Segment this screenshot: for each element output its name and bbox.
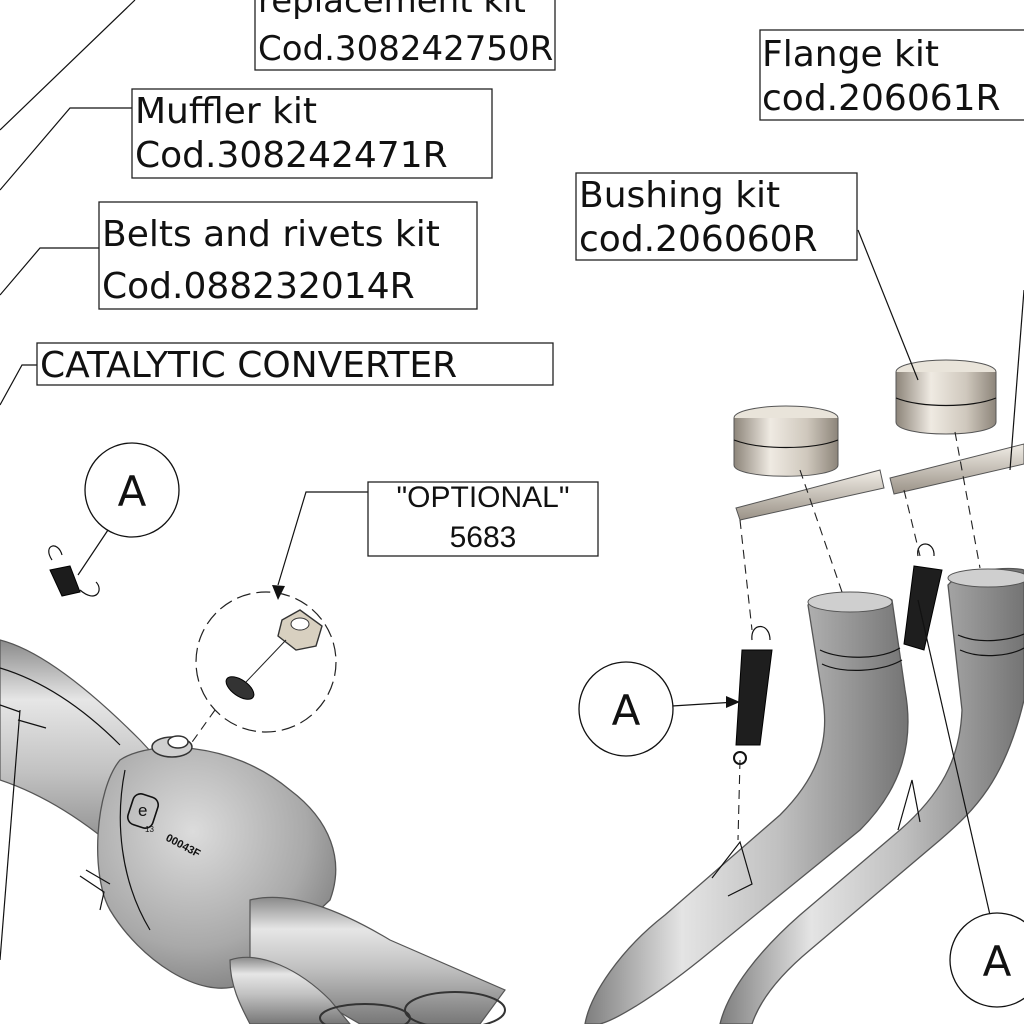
label-optional: "OPTIONAL" 5683 [367,481,599,557]
svg-text:A: A [612,686,641,735]
svg-text:replacement kit: replacement kit [258,0,526,21]
svg-text:e: e [138,801,147,820]
spring-detail-a [48,545,100,597]
svg-text:Cod.308242471R: Cod.308242471R [135,135,448,176]
pipe-hook-1 [711,840,753,897]
right-assembly: A A [578,229,1024,1024]
label-catalytic-converter: CATALYTIC CONVERTER [36,342,554,386]
bushing-2 [895,359,997,435]
spring-1 [733,625,773,765]
svg-text:Cod.308242750R: Cod.308242750R [258,29,553,69]
oxygen-sensor-bung [151,735,193,758]
flange-1 [735,469,885,521]
svg-text:13: 13 [145,825,154,834]
bushing-1 [733,405,839,477]
label-bushing-kit: Bushing kit cod.206060R [575,172,858,261]
svg-text:Bushing kit: Bushing kit [579,175,780,216]
flange-2 [889,443,1024,495]
svg-text:A: A [983,937,1012,986]
svg-text:A: A [118,467,147,516]
svg-text:Cod.088232014R: Cod.088232014R [102,266,415,307]
detail-marker-a-2 [578,661,674,757]
optional-detail-circle [195,591,337,733]
label-replacement-kit: replacement kit Cod.308242750R [254,0,556,71]
svg-text:Muffler kit: Muffler kit [135,91,317,132]
pipe-hook-2 [897,779,921,831]
svg-text:Flange kit: Flange kit [762,34,939,75]
label-flange-kit: Flange kit cod.206061R [759,29,1024,121]
detail-marker-a-1 [84,442,180,538]
svg-text:"OPTIONAL": "OPTIONAL" [397,481,570,514]
svg-text:CATALYTIC CONVERTER: CATALYTIC CONVERTER [40,345,457,386]
svg-text:5683: 5683 [450,521,517,554]
left-assembly: e 13 00043F A [0,0,506,1024]
svg-text:cod.206061R: cod.206061R [762,78,1001,119]
spring-2 [903,543,943,651]
outlet-pipe-lower [229,956,351,1024]
header-pipe-1 [584,593,909,1024]
spring-hook-left [79,869,111,911]
label-belts-rivets-kit: Belts and rivets kit Cod.088232014R [98,201,478,310]
e-mark-badge: e 13 [126,793,160,834]
detail-marker-a-3 [949,912,1024,1008]
svg-text:cod.206060R: cod.206060R [579,219,818,260]
oxygen-sensor-plug [225,609,323,700]
svg-text:Belts and rivets kit: Belts and rivets kit [102,214,440,255]
label-muffler-kit: Muffler kit Cod.308242471R [131,88,493,179]
